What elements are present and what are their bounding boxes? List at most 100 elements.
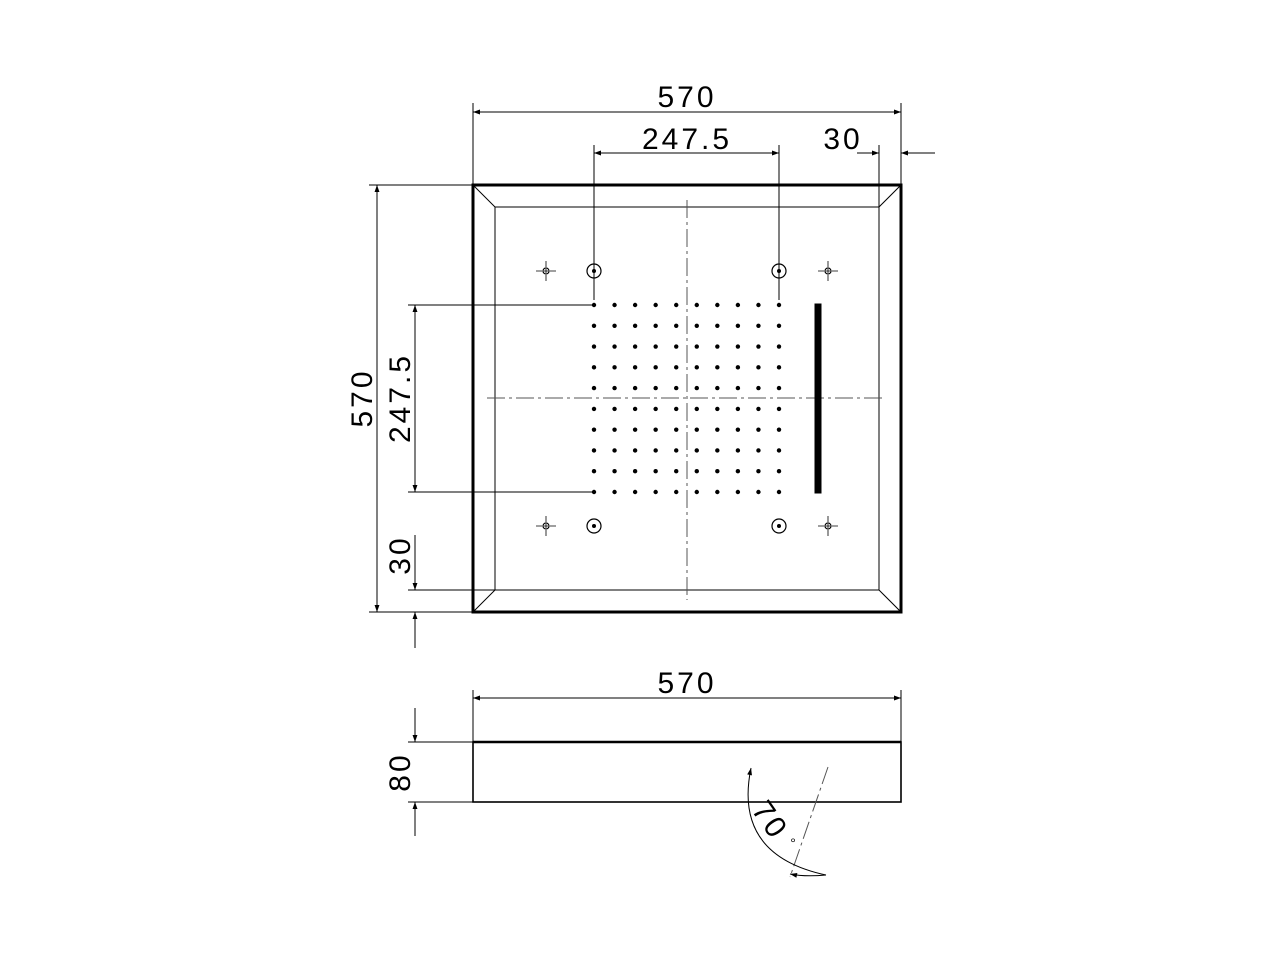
- nozzle: [776, 448, 782, 453]
- nozzle: [674, 469, 679, 474]
- nozzle: [735, 448, 741, 453]
- nozzle: [612, 323, 617, 328]
- mounting-holes: [536, 261, 838, 536]
- side-body: [472, 741, 902, 803]
- nozzle: [632, 469, 638, 474]
- nozzle: [756, 489, 761, 495]
- nozzle: [632, 323, 638, 328]
- nozzle: [612, 385, 617, 391]
- nozzle: [694, 448, 699, 453]
- nozzle: [735, 427, 741, 432]
- nozzle: [591, 365, 597, 370]
- dim-label-height: 570: [346, 368, 379, 427]
- nozzle: [694, 427, 699, 432]
- nozzle: [674, 427, 679, 432]
- nozzle: [735, 344, 741, 349]
- nozzle: [776, 489, 782, 495]
- nozzle: [632, 365, 638, 370]
- fixing-hole: [586, 518, 602, 534]
- nozzle: [612, 448, 617, 453]
- nozzle: [591, 427, 597, 432]
- nozzle: [674, 365, 679, 370]
- nozzle: [776, 406, 782, 412]
- nozzle-grid: [591, 302, 782, 495]
- fixing-hole: [771, 518, 787, 534]
- nozzle: [776, 365, 782, 370]
- nozzle: [735, 406, 741, 412]
- nozzle: [612, 489, 617, 495]
- nozzle: [674, 323, 679, 328]
- nozzle: [591, 344, 597, 349]
- nozzle: [694, 489, 699, 495]
- nozzle: [715, 344, 720, 349]
- nozzle: [612, 469, 617, 474]
- nozzle: [694, 323, 699, 328]
- nozzle: [735, 469, 741, 474]
- nozzle: [694, 344, 699, 349]
- nozzle: [776, 323, 782, 328]
- dim-label-side-width: 570: [657, 667, 716, 700]
- nozzle: [653, 344, 658, 349]
- nozzle: [612, 365, 617, 370]
- nozzle: [756, 344, 761, 349]
- nozzle: [591, 385, 597, 391]
- nozzle: [694, 302, 699, 308]
- nozzle: [632, 489, 638, 495]
- nozzle: [694, 365, 699, 370]
- nozzle: [756, 302, 761, 308]
- nozzle: [715, 323, 720, 328]
- nozzle: [612, 302, 617, 308]
- light-slot: [814, 303, 822, 494]
- nozzle: [715, 385, 720, 391]
- nozzle: [591, 323, 597, 328]
- screw-point: [818, 516, 838, 536]
- dimension-width-top: 570: [472, 81, 902, 185]
- nozzle: [591, 406, 597, 412]
- nozzle: [735, 385, 741, 391]
- nozzle: [674, 489, 679, 495]
- dimension-nozzle-height: 247.5: [384, 304, 594, 493]
- nozzle: [632, 302, 638, 308]
- dim-label-nozzle-height: 247.5: [384, 353, 417, 443]
- nozzle: [591, 448, 597, 453]
- nozzle: [653, 365, 658, 370]
- nozzle: [694, 406, 699, 412]
- nozzle: [674, 406, 679, 412]
- nozzle: [735, 323, 741, 328]
- nozzle: [756, 469, 761, 474]
- nozzle: [756, 385, 761, 391]
- side-view: 570 80 70 °: [384, 667, 902, 878]
- nozzle: [715, 427, 720, 432]
- nozzle: [674, 448, 679, 453]
- nozzle: [632, 448, 638, 453]
- nozzle: [735, 365, 741, 370]
- nozzle: [653, 469, 658, 474]
- nozzle: [694, 469, 699, 474]
- nozzle: [776, 469, 782, 474]
- nozzle: [653, 302, 658, 308]
- nozzle: [591, 469, 597, 474]
- nozzle: [715, 365, 720, 370]
- nozzle: [653, 489, 658, 495]
- nozzle: [776, 385, 782, 391]
- nozzle: [715, 489, 720, 495]
- nozzle: [653, 385, 658, 391]
- nozzle: [632, 385, 638, 391]
- nozzle: [715, 302, 720, 308]
- nozzle: [612, 427, 617, 432]
- nozzle: [715, 406, 720, 412]
- nozzle: [735, 302, 741, 308]
- nozzle: [612, 406, 617, 412]
- nozzle: [756, 365, 761, 370]
- dim-label-angle-unit: °: [790, 835, 796, 851]
- nozzle: [612, 344, 617, 349]
- nozzle: [632, 427, 638, 432]
- nozzle: [674, 344, 679, 349]
- nozzle: [735, 489, 741, 495]
- nozzle: [776, 302, 782, 308]
- nozzle: [653, 406, 658, 412]
- dimension-nozzle-width: 247.5: [593, 123, 780, 300]
- nozzle: [715, 469, 720, 474]
